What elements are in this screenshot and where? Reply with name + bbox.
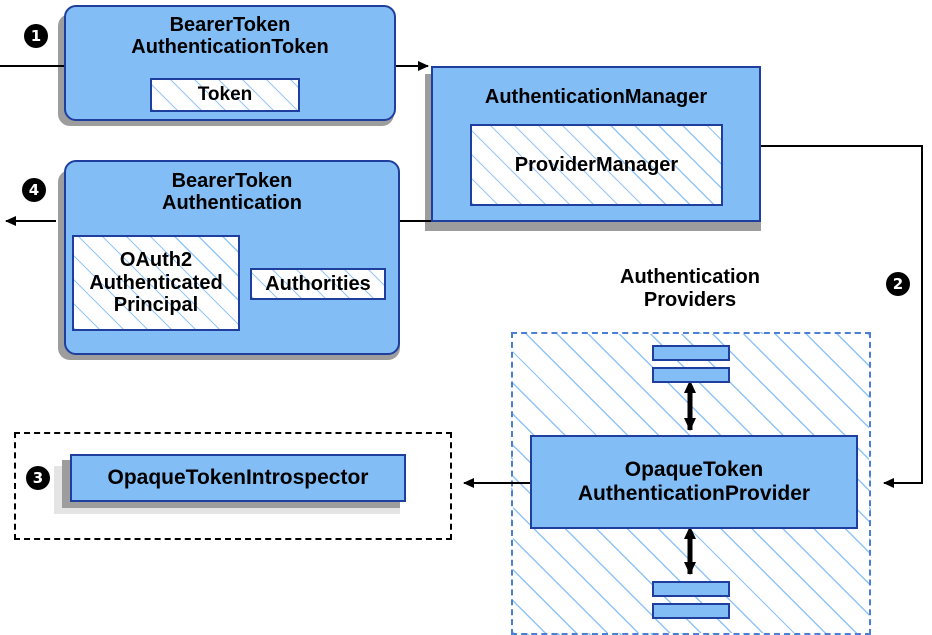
provider-manager-inner-box[interactable]: ProviderManager xyxy=(470,124,723,206)
token-inner-box[interactable]: Token xyxy=(150,78,300,112)
oauth2-principal-line3: Principal xyxy=(113,294,199,317)
provider-stack-bottom-bar-1 xyxy=(652,581,730,597)
opaque-token-introspector[interactable]: OpaqueTokenIntrospector xyxy=(70,454,406,502)
authentication-providers-title: Authentication Providers xyxy=(560,266,820,312)
provider-manager-label: ProviderManager xyxy=(514,153,679,176)
opaque-token-authentication-provider-line2: AuthenticationProvider xyxy=(577,482,811,505)
authentication-providers-title-line1: Authentication xyxy=(620,266,760,288)
bearer-token-authentication-line2: Authentication xyxy=(162,192,302,215)
token-inner-label: Token xyxy=(197,84,253,106)
authorities-label: Authorities xyxy=(265,272,371,295)
step-marker-4: 4 xyxy=(22,178,46,202)
bearer-token-authentication-token-line1: BearerToken xyxy=(169,14,291,36)
opaque-token-authentication-provider[interactable]: OpaqueToken AuthenticationProvider xyxy=(530,435,858,529)
provider-stack-top-bar-1 xyxy=(652,345,730,361)
bearer-token-authentication-token-line2: AuthenticationToken xyxy=(131,36,329,59)
authorities-box[interactable]: Authorities xyxy=(250,268,386,300)
oauth2-principal-line1: OAuth2 xyxy=(119,249,193,272)
step-marker-3: 3 xyxy=(26,466,50,490)
provider-stack-bottom-bar-2 xyxy=(652,603,730,619)
opaque-token-introspector-group xyxy=(14,432,452,540)
opaque-token-introspector-label: OpaqueTokenIntrospector xyxy=(107,466,369,490)
oauth2-authenticated-principal-box[interactable]: OAuth2 Authenticated Principal xyxy=(72,235,240,331)
step-marker-1: 1 xyxy=(24,24,48,48)
bearer-token-authentication-line1: BearerToken xyxy=(171,170,293,192)
oauth2-principal-line2: Authenticated xyxy=(89,271,223,294)
authentication-manager-label: AuthenticationManager xyxy=(484,86,708,108)
authentication-providers-title-line2: Providers xyxy=(643,288,737,311)
provider-stack-top xyxy=(652,345,730,383)
step-marker-2: 2 xyxy=(886,272,910,296)
provider-stack-top-bar-2 xyxy=(652,367,730,383)
provider-stack-bottom xyxy=(652,581,730,619)
opaque-token-authentication-provider-line1: OpaqueToken xyxy=(624,458,764,482)
